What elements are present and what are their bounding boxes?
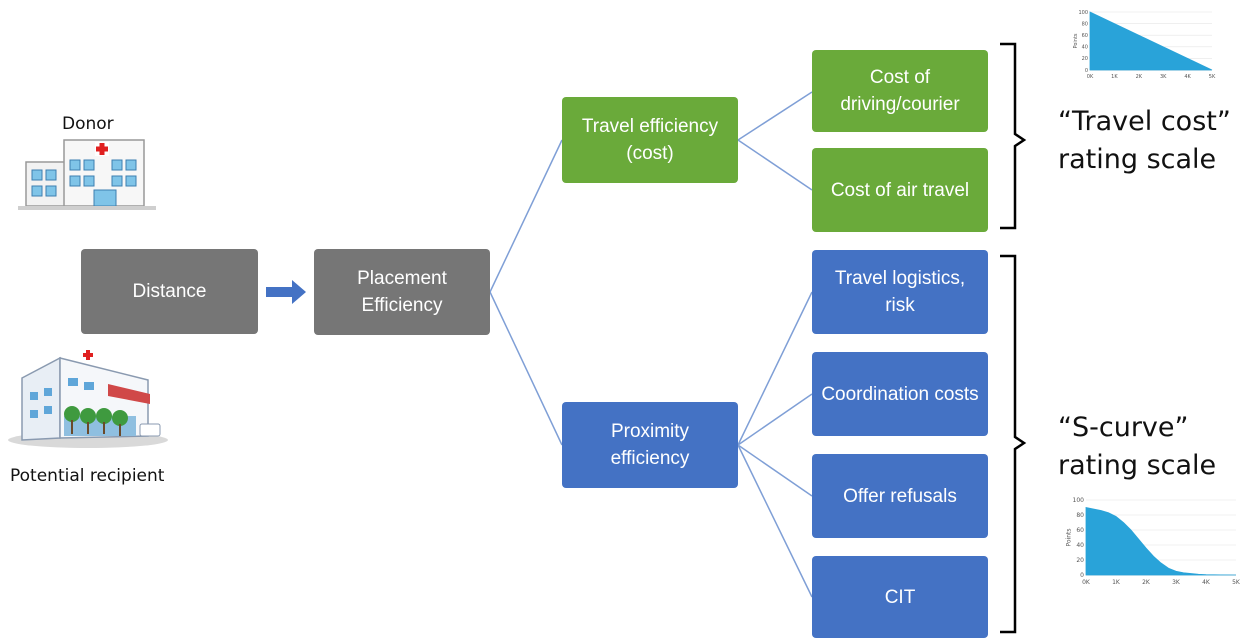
connector-proximity-refusals (737, 444, 813, 497)
y-tick-label: 100 (1078, 10, 1088, 16)
node-coordination-costs: Coordination costs (812, 352, 988, 436)
node-distance: Distance (81, 249, 258, 334)
donor-hospital-icon (18, 139, 156, 210)
y-tick-label: 60 (1082, 33, 1088, 39)
y-tick-label: 80 (1082, 21, 1088, 27)
recipient-label: Potential recipient (10, 466, 165, 486)
y-tick-label: 20 (1076, 557, 1084, 564)
chart-s-curve: 0 20 40 60 80 100 0K 1K 2K 3K 4K 5K Points (1065, 497, 1241, 586)
x-tick-label: 0K (1082, 579, 1091, 586)
y-axis-label: Points (1073, 33, 1079, 48)
node-proximity-efficiency: Proximity efficiency (562, 402, 738, 488)
x-tick-label: 0K (1087, 74, 1094, 80)
y-tick-label: 40 (1076, 542, 1084, 549)
connector-lines (489, 91, 813, 598)
area-series (1089, 11, 1213, 71)
brace-travel-cost (1000, 42, 1027, 230)
x-tick-label: 3K (1160, 74, 1167, 80)
y-tick-label: 80 (1076, 512, 1084, 519)
x-tick-label: 5K (1232, 579, 1241, 586)
right-arrow-icon (266, 280, 306, 304)
x-tick-label: 2K (1136, 74, 1143, 80)
brace-s-curve (1000, 254, 1027, 634)
connector-proximity-coordination (737, 393, 813, 446)
y-tick-label: 100 (1073, 497, 1085, 504)
x-tick-label: 1K (1111, 74, 1118, 80)
chart-marks (1089, 11, 1213, 71)
connector-proximity-cit (737, 444, 813, 598)
connector-travel-air (737, 139, 813, 191)
node-cost-air: Cost of air travel (812, 148, 988, 232)
node-cit: CIT (812, 556, 988, 638)
x-tick-label: 3K (1172, 579, 1181, 586)
node-placement-efficiency: Placement Efficiency (314, 249, 490, 335)
x-tick-label: 4K (1184, 74, 1191, 80)
x-tick-label: 5K (1209, 74, 1216, 80)
recipient-hospital-icon (8, 349, 168, 448)
y-tick-label: 60 (1076, 527, 1084, 534)
y-tick-label: 0 (1085, 68, 1088, 74)
x-tick-label: 1K (1112, 579, 1121, 586)
y-tick-label: 0 (1080, 572, 1084, 579)
y-axis-label: Points (1065, 528, 1072, 546)
chart-marks (1085, 507, 1237, 576)
donor-label: Donor (62, 114, 114, 134)
connector-proximity-logistics (737, 291, 813, 446)
node-travel-efficiency: Travel efficiency (cost) (562, 97, 738, 183)
chart-travel-cost: 0 20 40 60 80 100 0K 1K 2K 3K 4K 5K Points (1073, 10, 1216, 80)
s-curve-scale-title: “S-curve” (1058, 412, 1189, 443)
connector-placement-travel (489, 139, 563, 293)
travel-cost-scale-title: “Travel cost” (1058, 106, 1231, 137)
connector-travel-driving (737, 91, 813, 141)
x-tick-label: 2K (1142, 579, 1151, 586)
y-tick-label: 20 (1082, 56, 1088, 62)
connector-placement-proximity (489, 291, 563, 446)
node-cost-driving: Cost of driving/courier (812, 50, 988, 132)
area-series (1085, 507, 1237, 576)
travel-cost-scale-subtitle: rating scale (1058, 144, 1217, 175)
node-travel-logistics: Travel logistics, risk (812, 250, 988, 334)
x-tick-label: 4K (1202, 579, 1211, 586)
node-offer-refusals: Offer refusals (812, 454, 988, 538)
y-tick-label: 40 (1082, 45, 1088, 51)
s-curve-scale-subtitle: rating scale (1058, 450, 1217, 481)
